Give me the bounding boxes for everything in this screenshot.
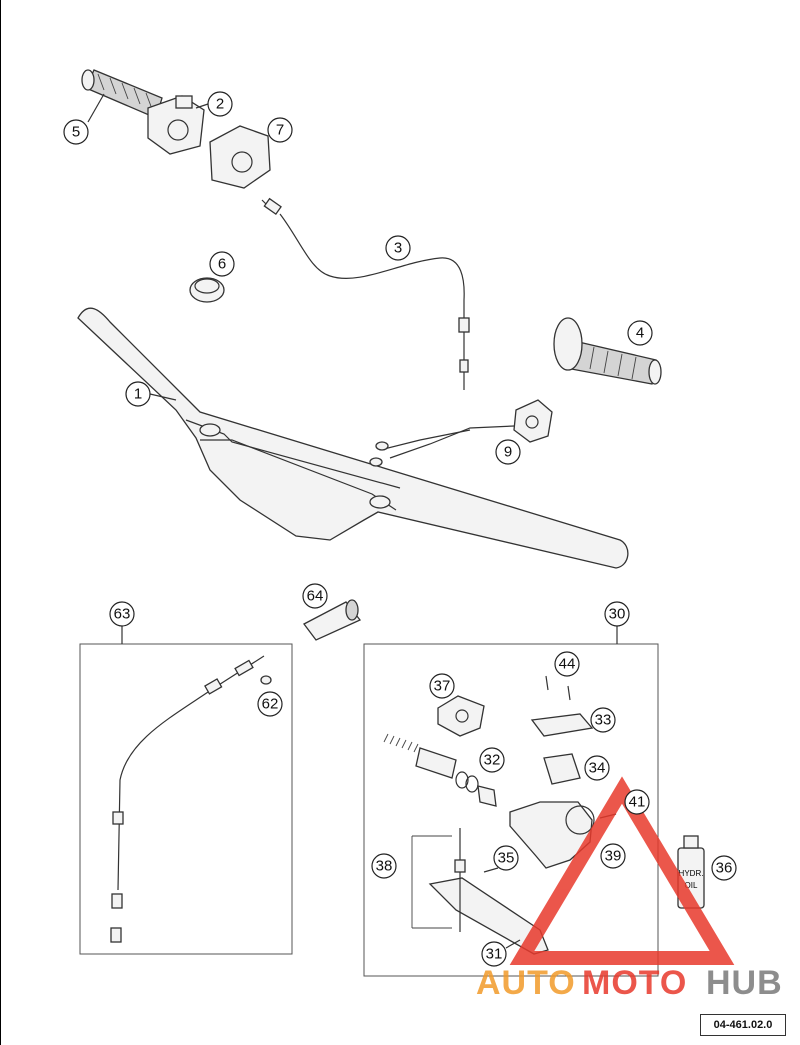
- screw-part: [545, 675, 571, 701]
- throttle-cover-part: [209, 125, 271, 189]
- callout-44: 44: [554, 651, 580, 677]
- callout-9: 9: [495, 439, 521, 465]
- svg-text:32: 32: [484, 752, 501, 769]
- svg-text:5: 5: [72, 124, 80, 141]
- callout-39: 39: [600, 843, 626, 869]
- svg-text:7: 7: [276, 122, 284, 139]
- callout-4: 4: [627, 320, 653, 346]
- pivot-bolt-set-part: [411, 828, 466, 932]
- svg-text:44: 44: [559, 656, 576, 673]
- callout-41: 41: [624, 789, 650, 815]
- callout-62: 62: [257, 691, 283, 717]
- left-grip-part: [553, 317, 662, 385]
- clutch-cable-kit-box: [79, 643, 293, 955]
- callout-2: 2: [195, 91, 233, 117]
- svg-text:39: 39: [605, 848, 622, 865]
- callout-35: 35: [493, 845, 519, 871]
- kill-switch-part: [369, 399, 553, 467]
- seal-kit-part: [455, 771, 497, 807]
- callout-64: 64: [302, 583, 328, 609]
- clamp-part: [437, 695, 485, 737]
- svg-text:9: 9: [504, 444, 512, 461]
- callout-6: 6: [209, 251, 235, 277]
- watermark-auto: AUTO: [476, 964, 576, 1002]
- callout-3: 3: [385, 235, 411, 261]
- callout-30: 30: [604, 601, 630, 627]
- clutch-cable-part: [110, 655, 265, 943]
- svg-text:34: 34: [589, 760, 606, 777]
- svg-text:36: 36: [716, 860, 733, 877]
- svg-text:33: 33: [595, 712, 612, 729]
- svg-text:2: 2: [216, 96, 224, 113]
- callout-1: 1: [125, 381, 177, 407]
- oil-label-line1: HYDR.: [679, 869, 704, 878]
- throttle-cable-part: [261, 197, 470, 390]
- callout-37: 37: [429, 673, 455, 699]
- svg-text:62: 62: [262, 696, 279, 713]
- svg-text:64: 64: [307, 588, 324, 605]
- callout-34: 34: [584, 755, 610, 781]
- ring-part: [189, 277, 225, 303]
- watermark-logo: AUTO MOTO HUB: [476, 776, 783, 1002]
- piston-part: [383, 733, 457, 779]
- reservoir-membrane-part: [543, 753, 581, 785]
- callout-38: 38: [371, 853, 397, 879]
- clutch-lever-kit-box: [363, 643, 659, 977]
- callout-7: 7: [267, 117, 293, 143]
- svg-text:37: 37: [434, 678, 451, 695]
- throttle-grip-part: [81, 69, 163, 119]
- nut-part: [260, 675, 272, 685]
- watermark-hub: HUB: [706, 964, 783, 1002]
- document-number: 04-461.02.0: [700, 1014, 786, 1036]
- callout-33: 33: [590, 707, 616, 733]
- svg-text:4: 4: [636, 325, 644, 342]
- callout-32: 32: [479, 747, 505, 773]
- svg-text:31: 31: [486, 946, 503, 963]
- watermark-moto: MOTO: [582, 964, 687, 1002]
- svg-text:35: 35: [498, 850, 515, 867]
- callout-63: 63: [109, 601, 135, 627]
- cone-part: [303, 599, 362, 641]
- svg-text:30: 30: [609, 606, 626, 623]
- svg-text:1: 1: [134, 386, 142, 403]
- callout-31: 31: [481, 939, 521, 967]
- svg-text:63: 63: [114, 606, 131, 623]
- callout-36: 36: [711, 855, 737, 881]
- frame-border: [0, 0, 1, 1045]
- callout-5: 5: [63, 93, 105, 145]
- oil-label-line2: OIL: [685, 881, 698, 890]
- svg-text:38: 38: [376, 858, 393, 875]
- reservoir-cap-part: [530, 713, 594, 737]
- svg-text:6: 6: [218, 256, 226, 273]
- handlebar-part: [77, 307, 629, 569]
- svg-text:3: 3: [394, 240, 402, 257]
- throttle-housing-part: [147, 95, 205, 155]
- svg-text:41: 41: [629, 794, 646, 811]
- pin-part: [483, 867, 499, 873]
